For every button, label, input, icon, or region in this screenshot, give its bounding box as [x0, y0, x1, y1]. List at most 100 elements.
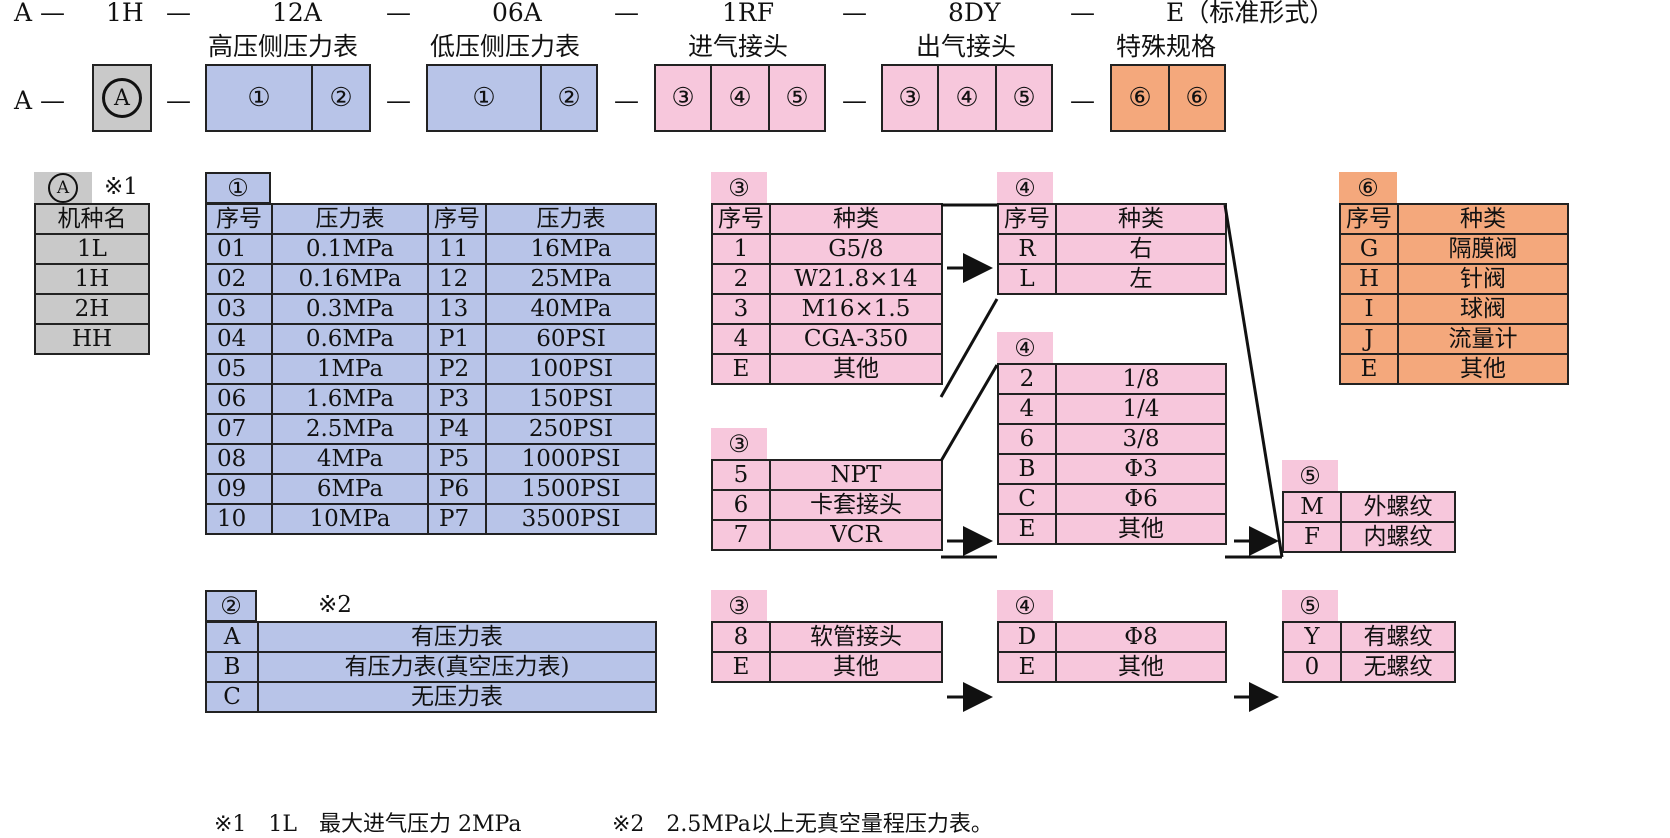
thread-table-tag: ⑤ [1282, 460, 1338, 492]
direction-cell: 左 [1055, 263, 1227, 295]
direction-header: 序号 [997, 203, 1057, 235]
size-cell: Φ8 [1055, 621, 1227, 653]
model-table-cell: 1H [34, 263, 150, 295]
low-gauge-box-1: ① [426, 64, 542, 132]
model-box: A [92, 64, 152, 132]
special-cell: J [1339, 323, 1399, 355]
size-cell: 4 [997, 393, 1057, 425]
gauge-cell: 02 [205, 263, 273, 295]
gauge-cell: 1MPa [271, 353, 429, 385]
model-table-cell: HH [34, 323, 150, 355]
size-cell: 其他 [1055, 513, 1227, 545]
size-table-2-tag: ④ [997, 590, 1053, 622]
connector-line [939, 298, 999, 398]
connector-line [939, 364, 999, 462]
model-table-tag: A [34, 172, 92, 204]
model-prefix: A [14, 86, 33, 115]
fitting-cell: 5 [711, 459, 771, 491]
gauge-cell: 40MPa [485, 293, 657, 325]
inlet-box-5: ⑤ [768, 64, 826, 132]
high-gauge-box-2: ② [311, 64, 371, 132]
code-low-gauge: 06A [492, 0, 542, 27]
fitting-cell: G5/8 [769, 233, 943, 265]
direction-header: 种类 [1055, 203, 1227, 235]
fitting-cell: W21.8×14 [769, 263, 943, 295]
gauge-table-tag: ① [205, 172, 271, 204]
gauge-cell: 11 [427, 233, 487, 265]
gauge-option-note-mark: ※2 [318, 592, 352, 618]
thread-cell: F [1282, 521, 1342, 553]
special-cell: G [1339, 233, 1399, 265]
code-prefix: A [14, 0, 33, 27]
gauge-option-cell: A [205, 621, 259, 653]
fitting-cell: E [711, 651, 771, 683]
size-cell: E [997, 651, 1057, 683]
thread-table-2-tag: ⑤ [1282, 590, 1338, 622]
thread-cell: 外螺纹 [1340, 491, 1456, 523]
fitting-cell: 卡套接头 [769, 489, 943, 521]
label-high-gauge: 高压侧压力表 [208, 32, 359, 61]
model-dash: — [842, 86, 867, 115]
special-table-tag: ⑥ [1339, 172, 1397, 204]
special-cell: 隔膜阀 [1397, 233, 1569, 265]
size-table-tag: ④ [997, 332, 1053, 364]
thread-cell: M [1282, 491, 1342, 523]
gauge-cell: 12 [427, 263, 487, 295]
size-cell: 1/8 [1055, 363, 1227, 395]
thread-cell: 无螺纹 [1340, 651, 1456, 683]
fitting-cell: CGA-350 [769, 323, 943, 355]
model-table-cell: 1L [34, 233, 150, 265]
gauge-table-header: 压力表 [485, 203, 657, 235]
fitting-cell: 其他 [769, 353, 943, 385]
low-gauge-box-2: ② [540, 64, 598, 132]
gauge-cell: 13 [427, 293, 487, 325]
fitting-cell: 8 [711, 621, 771, 653]
direction-cell: L [997, 263, 1057, 295]
size-cell: B [997, 453, 1057, 485]
special-cell: E [1339, 353, 1399, 385]
gauge-option-cell: 有压力表(真空压力表) [257, 651, 657, 683]
fitting-cell: 其他 [769, 651, 943, 683]
thread-cell: Y [1282, 621, 1342, 653]
gauge-cell: 01 [205, 233, 273, 265]
label-special: 特殊规格 [1116, 32, 1217, 61]
code-dash: — [166, 0, 191, 27]
gauge-option-cell: C [205, 681, 259, 713]
gauge-cell: 09 [205, 473, 273, 505]
code-outlet: 8DY [948, 0, 1001, 27]
gauge-option-cell: 有压力表 [257, 621, 657, 653]
model-table-symbol: A [48, 173, 78, 203]
special-cell: 流量计 [1397, 323, 1569, 355]
inlet-box-4: ④ [710, 64, 770, 132]
code-dash: — [614, 0, 639, 27]
fitting-cell: 2 [711, 263, 771, 295]
special-box-2: ⑥ [1168, 64, 1226, 132]
code-dash: — [40, 0, 65, 27]
fitting-header: 种类 [769, 203, 943, 235]
outlet-box-3: ③ [881, 64, 939, 132]
gauge-cell: 06 [205, 383, 273, 415]
gauge-cell: 1000PSI [485, 443, 657, 475]
gauge-cell: 10MPa [271, 503, 429, 535]
model-dash: — [1070, 86, 1095, 115]
model-dash: — [614, 86, 639, 115]
special-cell: 其他 [1397, 353, 1569, 385]
size-cell: 其他 [1055, 651, 1227, 683]
special-cell: 针阀 [1397, 263, 1569, 295]
size-cell: 2 [997, 363, 1057, 395]
outlet-box-4: ④ [937, 64, 997, 132]
thread-cell: 内螺纹 [1340, 521, 1456, 553]
footnote-1: ※1 1L 最大进气压力 2MPa [214, 812, 522, 837]
connector-line [1223, 204, 1284, 558]
outlet-box-5: ⑤ [995, 64, 1053, 132]
direction-cell: 右 [1055, 233, 1227, 265]
size-cell: Φ6 [1055, 483, 1227, 515]
footnote-2: ※2 2.5MPa以上无真空量程压力表。 [612, 812, 993, 837]
